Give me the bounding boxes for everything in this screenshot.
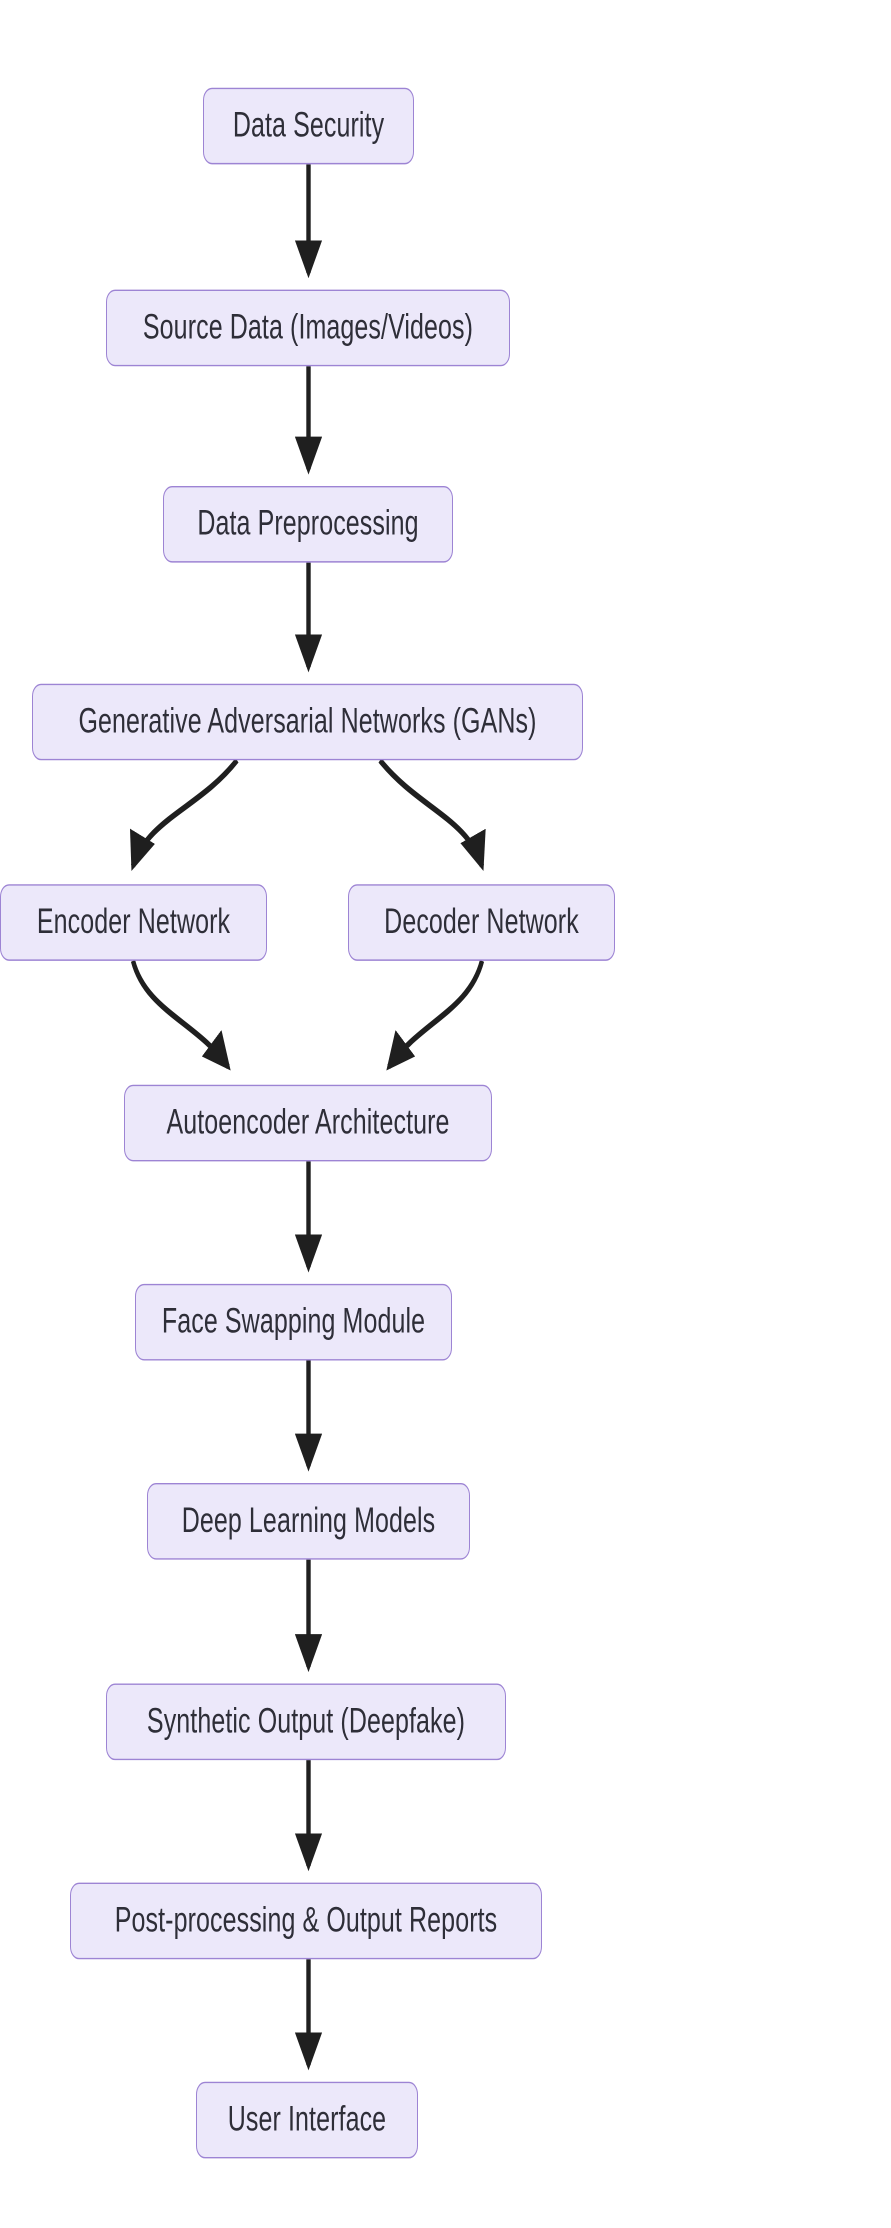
- node-data-security[interactable]: Data Security: [203, 87, 414, 165]
- node-synthetic-output[interactable]: Synthetic Output (Deepfake): [106, 1683, 506, 1761]
- node-deep-learning[interactable]: Deep Learning Models: [147, 1483, 470, 1560]
- node-data-preprocessing[interactable]: Data Preprocessing: [163, 485, 453, 563]
- node-autoencoder[interactable]: Autoencoder Architecture: [124, 1084, 492, 1162]
- node-label: Data Security: [232, 105, 385, 145]
- node-face-swapping[interactable]: Face Swapping Module: [135, 1283, 452, 1361]
- node-label: Data Preprocessing: [197, 504, 419, 544]
- node-decoder-network[interactable]: Decoder Network: [348, 884, 615, 961]
- node-label: Synthetic Output (Deepfake): [146, 1701, 466, 1741]
- node-label: Generative Adversarial Networks (GANs): [78, 701, 537, 741]
- node-label: Deep Learning Models: [181, 1501, 436, 1541]
- node-label: Face Swapping Module: [161, 1301, 426, 1341]
- node-label: User Interface: [227, 2099, 387, 2139]
- node-post-processing[interactable]: Post-processing & Output Reports: [70, 1882, 542, 1960]
- node-label: Autoencoder Architecture: [166, 1102, 450, 1142]
- node-encoder-network[interactable]: Encoder Network: [0, 884, 267, 961]
- node-label: Decoder Network: [384, 902, 579, 942]
- node-label: Source Data (Images/Videos): [142, 307, 474, 347]
- node-source-data[interactable]: Source Data (Images/Videos): [106, 289, 510, 367]
- edge-encoder-network-to-autoencoder: [130, 959, 231, 1071]
- edge-gans-to-encoder-network: [130, 758, 239, 871]
- edge-decoder-network-to-autoencoder: [386, 959, 485, 1071]
- edge-gans-to-decoder-network: [378, 758, 486, 872]
- node-user-interface[interactable]: User Interface: [196, 2081, 418, 2159]
- node-label: Post-processing & Output Reports: [114, 1900, 498, 1940]
- node-label: Encoder Network: [36, 902, 231, 942]
- node-gans[interactable]: Generative Adversarial Networks (GANs): [32, 683, 583, 761]
